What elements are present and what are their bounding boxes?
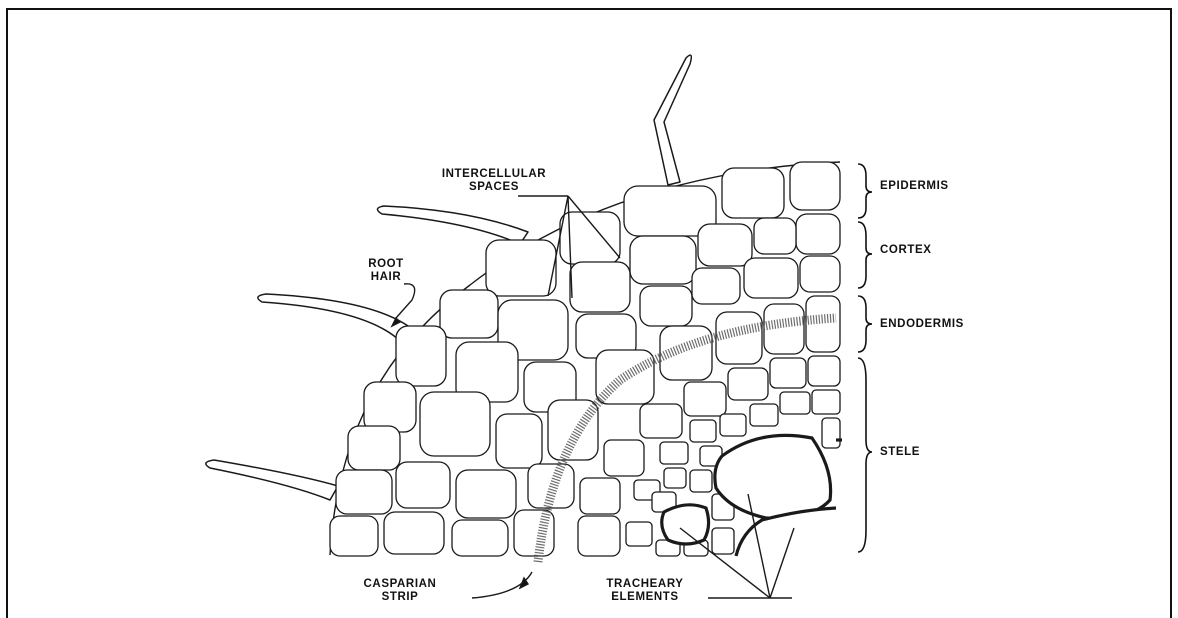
epidermis-cell bbox=[348, 426, 400, 470]
root-hair-lower bbox=[206, 460, 338, 500]
stele-cell bbox=[664, 468, 686, 488]
cortex-cell bbox=[698, 224, 752, 266]
stele-cell bbox=[822, 418, 840, 448]
epidermis-cell bbox=[722, 168, 784, 218]
tracheary-element-small bbox=[662, 505, 709, 544]
pericycle-cell bbox=[604, 440, 644, 476]
stele-cell bbox=[750, 404, 778, 426]
pericycle-cell bbox=[580, 478, 620, 514]
endodermis-cell bbox=[660, 326, 712, 380]
label-endodermis: ENDODERMIS bbox=[880, 318, 964, 331]
cortex-cell bbox=[640, 286, 692, 326]
epidermis-cell bbox=[330, 516, 378, 556]
root-hair-upper bbox=[377, 206, 528, 244]
epidermis-cell bbox=[364, 382, 416, 432]
cortex-cell bbox=[692, 268, 740, 304]
epidermis-cell bbox=[486, 240, 556, 296]
endodermis-cell bbox=[514, 510, 554, 556]
label-intercellular-spaces: INTERCELLULAR SPACES bbox=[404, 168, 584, 194]
pericycle-cell bbox=[578, 516, 620, 556]
root-hair-top bbox=[654, 55, 691, 185]
cells bbox=[330, 162, 842, 556]
tracheary-element-large bbox=[715, 435, 831, 518]
label-tracheary-elements: TRACHEARY ELEMENTS bbox=[580, 578, 710, 604]
cortex-cell bbox=[744, 258, 798, 298]
cortex-cell bbox=[796, 214, 840, 254]
stele-cell bbox=[690, 420, 716, 442]
pericycle-cell bbox=[808, 356, 840, 386]
cortex-cell bbox=[396, 462, 450, 508]
cortex-cell bbox=[800, 256, 840, 292]
cortex-cell bbox=[630, 236, 696, 284]
pericycle-cell bbox=[684, 382, 726, 416]
label-root-hair: ROOT HAIR bbox=[356, 258, 416, 284]
stele-cell bbox=[660, 442, 688, 464]
epidermis-cell bbox=[396, 326, 446, 386]
cortex-cell bbox=[384, 512, 444, 554]
pericycle-cell bbox=[728, 368, 768, 400]
label-epidermis: EPIDERMIS bbox=[880, 180, 949, 193]
epidermis-cell bbox=[790, 162, 840, 210]
stele-cell bbox=[712, 528, 734, 554]
stele-cell bbox=[720, 414, 746, 436]
cortex-cell bbox=[570, 262, 630, 312]
cortex-cell bbox=[456, 470, 516, 518]
cortex-cell bbox=[496, 414, 542, 468]
label-stele: STELE bbox=[880, 446, 920, 459]
layer-braces bbox=[858, 164, 872, 552]
stele-cell bbox=[812, 390, 840, 414]
epidermis-cell bbox=[336, 470, 392, 514]
stele-cell bbox=[690, 470, 712, 492]
stele-cell bbox=[780, 392, 810, 414]
label-casparian-strip: CASPARIAN STRIP bbox=[340, 578, 460, 604]
cortex-cell bbox=[452, 520, 508, 556]
endodermis-cell bbox=[716, 312, 762, 364]
cortex-cell bbox=[754, 218, 796, 254]
stele-cell bbox=[626, 522, 652, 546]
epidermis-cell bbox=[440, 290, 498, 338]
pericycle-cell bbox=[640, 404, 682, 438]
pericycle-cell bbox=[770, 358, 806, 388]
cortex-cell bbox=[420, 392, 490, 456]
label-cortex: CORTEX bbox=[880, 244, 932, 257]
